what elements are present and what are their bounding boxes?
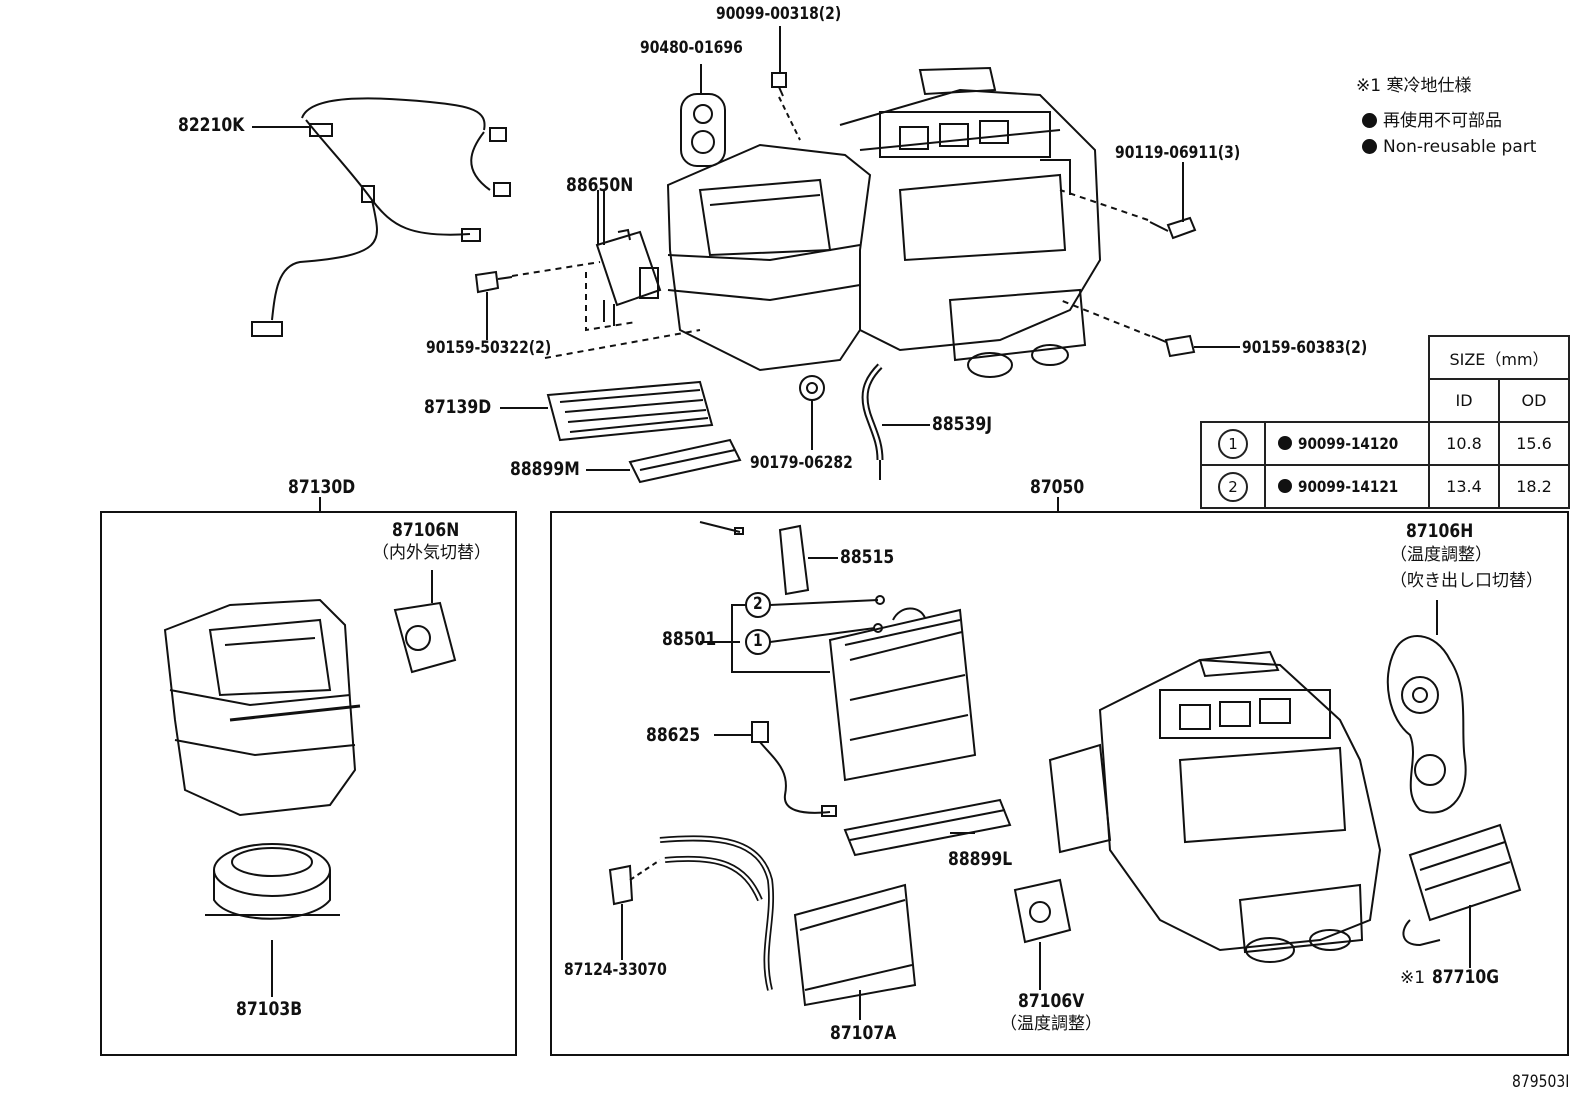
reference-code: 879503I [1512, 1072, 1570, 1092]
evaporator-drawing [828, 607, 977, 782]
size-header: SIZE（mm） [1428, 335, 1570, 380]
label-82210k[interactable]: 82210K [178, 114, 245, 136]
servo-87106h-drawing [1386, 600, 1467, 814]
non-reusable-note-en: Non-reusable part [1362, 139, 1536, 156]
label-88501[interactable]: 88501 [662, 628, 717, 650]
screw-90159-50322-drawing [474, 261, 601, 340]
cover-88899l-drawing [843, 798, 1012, 857]
filter-drawing [500, 380, 714, 442]
ref-circle: 1 [1218, 428, 1248, 459]
id-value: 10.8 [1428, 421, 1500, 466]
heater-unit-top-drawing [666, 66, 1102, 378]
blower-motor-drawing [205, 843, 340, 997]
screw-90159-60383-drawing [1059, 299, 1240, 358]
id-value: 13.4 [1428, 464, 1500, 509]
label-87107a[interactable]: 87107A [830, 1022, 897, 1044]
size-table: SIZE（mm） ID OD 1 90099-14120 10.8 15.6 2… [1200, 335, 1570, 509]
grommet-drawing [799, 375, 825, 450]
servo-87106v-drawing [1013, 878, 1072, 990]
filled-dot-icon [1278, 479, 1293, 493]
label-87710g[interactable]: 87710G [1432, 966, 1499, 988]
label-88899l[interactable]: 88899L [948, 848, 1013, 870]
od-value: 18.2 [1498, 464, 1570, 509]
label-88539j[interactable]: 88539J [932, 413, 993, 435]
label-87106h-desc-1: （温度調整） [1390, 545, 1492, 565]
col-id-header: ID [1428, 378, 1500, 423]
label-87106v-desc: （温度調整） [1000, 1014, 1102, 1034]
gasket-drawing [680, 93, 726, 167]
blower-unit-drawing [163, 598, 361, 817]
label-90179-06282[interactable]: 90179-06282 [750, 453, 853, 473]
expansion-valve-drawing [699, 521, 838, 596]
drain-hose-drawing [861, 363, 930, 480]
size-row: 1 90099-14120 10.8 15.6 [1200, 421, 1570, 466]
filled-dot-icon [1362, 113, 1377, 128]
servo-87106n-drawing [393, 570, 457, 674]
label-87050[interactable]: 87050 [1030, 476, 1085, 498]
label-88899m[interactable]: 88899M [510, 458, 580, 480]
heater-87710g-drawing [1402, 823, 1522, 968]
part-number: 90099-14120 [1298, 434, 1399, 453]
clamp-87124-drawing [608, 859, 661, 960]
screw-90119-drawing [1059, 162, 1197, 240]
label-88650n[interactable]: 88650N [566, 174, 634, 196]
non-reusable-note-jp: 再使用不可部品 [1362, 113, 1502, 130]
label-87106n-desc: （内外気切替） [372, 543, 491, 563]
label-88515[interactable]: 88515 [840, 546, 895, 568]
label-90099-00318[interactable]: 90099-00318(2) [716, 4, 842, 24]
group-box-87130d [100, 511, 517, 1056]
label-87106v[interactable]: 87106V [1018, 990, 1085, 1012]
label-90159-60383[interactable]: 90159-60383(2) [1242, 338, 1368, 358]
non-reusable-jp-text: 再使用不可部品 [1383, 111, 1502, 131]
amplifier-drawing [595, 228, 662, 326]
heater-unit-lower-drawing [1048, 650, 1382, 963]
non-reusable-en-text: Non-reusable part [1383, 137, 1537, 157]
label-87710g-prefix: ※1 [1400, 968, 1426, 988]
od-value: 15.6 [1498, 421, 1570, 466]
label-87139d[interactable]: 87139D [424, 396, 492, 418]
label-90159-50322[interactable]: 90159-50322(2) [426, 338, 552, 358]
filled-dot-icon [1362, 139, 1377, 154]
label-87106h[interactable]: 87106H [1406, 520, 1474, 542]
cold-region-note: ※1 寒冷地仕様 [1356, 76, 1472, 96]
col-od-header: OD [1498, 378, 1570, 423]
label-87103b[interactable]: 87103B [236, 998, 303, 1020]
wire-harness-drawing [251, 97, 511, 337]
label-87106h-desc-2: （吹き出し口切替） [1390, 571, 1543, 591]
sensor-88625-drawing [714, 721, 837, 817]
callout-2: 2 [753, 594, 763, 614]
group-box-87050 [550, 511, 1569, 1056]
label-88625[interactable]: 88625 [646, 724, 701, 746]
part-number: 90099-14121 [1298, 477, 1399, 496]
heater-core-drawing [659, 835, 917, 1020]
filled-dot-icon [1278, 436, 1293, 450]
cover-88899m-drawing [586, 438, 742, 484]
label-87124-33070[interactable]: 87124-33070 [564, 960, 667, 980]
label-90119-06911[interactable]: 90119-06911(3) [1115, 143, 1241, 163]
callout-1: 1 [753, 631, 763, 651]
label-90480-01696[interactable]: 90480-01696 [640, 38, 743, 58]
screw-drawing [771, 72, 801, 141]
label-87106n[interactable]: 87106N [392, 519, 460, 541]
size-row: 2 90099-14121 13.4 18.2 [1200, 464, 1570, 509]
label-87130d[interactable]: 87130D [288, 476, 356, 498]
ref-circle: 2 [1218, 471, 1248, 502]
o-ring-callouts-drawing [700, 592, 885, 673]
